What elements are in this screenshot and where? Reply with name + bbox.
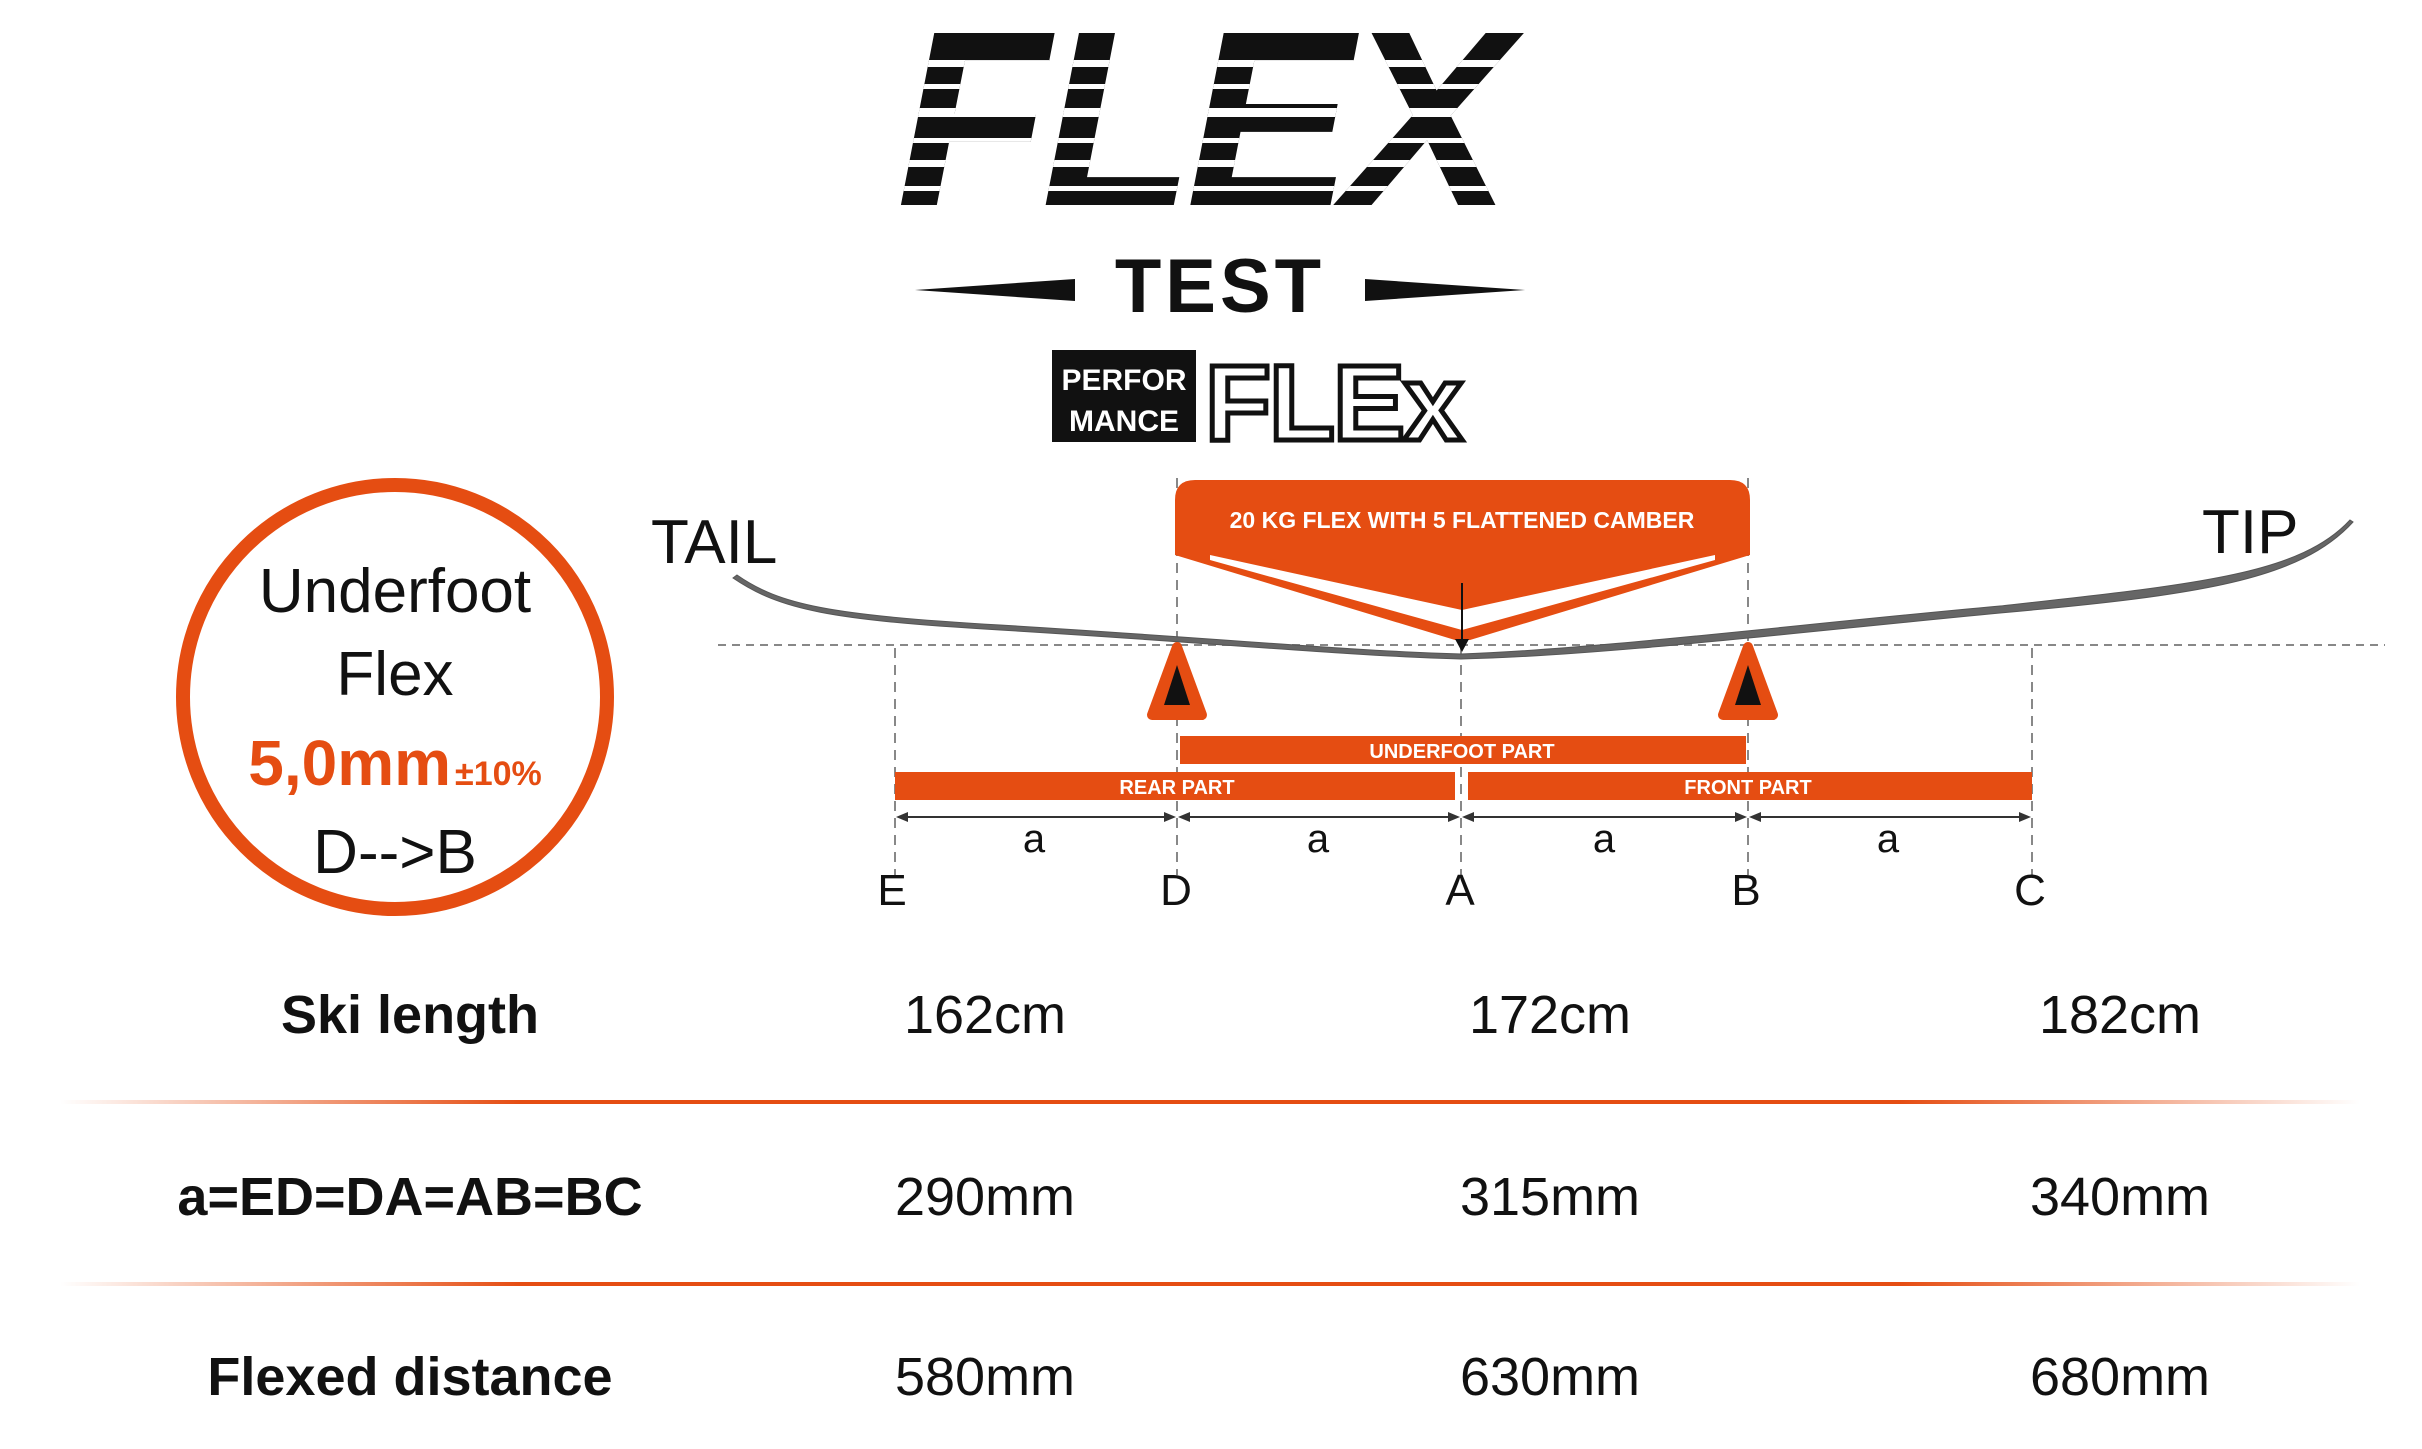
spec-value: 172cm xyxy=(1468,985,1632,1045)
spec-divider xyxy=(60,1282,2360,1286)
badge-range: D-->B xyxy=(313,818,477,887)
flex-logo-stripes xyxy=(896,60,1525,191)
ski-profile xyxy=(732,519,2354,660)
support-right xyxy=(1718,642,1778,720)
badge-line2: Flex xyxy=(336,640,453,709)
support-right-inner xyxy=(1735,665,1761,705)
rear-part-bar: REAR PART xyxy=(895,772,1455,800)
front-part-label: FRONT PART xyxy=(1684,777,1811,799)
performance-flex-brand: PERFOR MANCE FLEx xyxy=(1052,340,1467,466)
spec-row-ski-length: Ski length 162cm 172cm 182cm xyxy=(0,955,2422,1075)
spec-value: 162cm xyxy=(903,985,1067,1045)
spec-value: 340mm xyxy=(2029,1167,2211,1227)
dimension-line-ab: a xyxy=(1462,812,1747,861)
badge-line1: Underfoot xyxy=(259,557,531,626)
spec-label: Ski length xyxy=(280,985,540,1045)
brand-box xyxy=(1052,350,1196,442)
dimension-line-ed: a xyxy=(896,812,1176,861)
spec-value: 315mm xyxy=(1459,1167,1641,1227)
spec-value: 290mm xyxy=(894,1167,1076,1227)
dimension-line-bc: a xyxy=(1749,812,2031,861)
dimension-line-da: a xyxy=(1178,812,1460,861)
test-left-wing xyxy=(915,279,1075,301)
badge-value: 5,0mm xyxy=(248,727,451,799)
load-callout: 20 KG FLEX WITH 5 FLATTENED CAMBER xyxy=(1175,480,1750,652)
segment-label-da: a xyxy=(1307,817,1330,861)
spec-label: Flexed distance xyxy=(207,1347,613,1407)
flex-test-logo: FLEX TEST PERFOR MANCE FLEx xyxy=(896,0,1533,466)
underfoot-flex-badge: Underfoot Flex 5,0mm±10% D-->B xyxy=(176,478,614,916)
load-callout-banner xyxy=(1175,480,1750,640)
support-left-inner xyxy=(1164,665,1190,705)
support-left xyxy=(1147,642,1207,720)
point-label-e: E xyxy=(877,866,906,915)
brand-box-line1: PERFOR xyxy=(1061,364,1186,397)
load-callout-label: 20 KG FLEX WITH 5 FLATTENED CAMBER xyxy=(1230,507,1695,533)
spec-label: a=ED=DA=AB=BC xyxy=(177,1167,643,1227)
flex-logo-word: FLEX xyxy=(896,0,1533,258)
spec-value: 580mm xyxy=(894,1347,1076,1407)
point-label-b: B xyxy=(1731,866,1760,915)
test-subtitle-text: TEST xyxy=(1115,244,1325,329)
point-label-a: A xyxy=(1445,866,1475,915)
badge-value-line: 5,0mm±10% xyxy=(248,727,542,799)
spec-divider xyxy=(60,1100,2360,1104)
front-part-bar: FRONT PART xyxy=(1468,772,2032,800)
brand-word: FLEx xyxy=(1205,342,1463,463)
point-label-d: D xyxy=(1160,866,1192,915)
load-arrow-head xyxy=(1455,639,1469,652)
tail-label: TAIL xyxy=(651,508,777,577)
test-right-wing xyxy=(1365,279,1525,301)
brand-box-line2: MANCE xyxy=(1069,405,1179,438)
ski-flex-diagram: TAIL TIP 20 KG FLEX WITH 5 FLATTENED CAM… xyxy=(651,478,2385,915)
underfoot-part-bar: UNDERFOOT PART xyxy=(1180,736,1746,764)
test-subtitle: TEST xyxy=(915,244,1525,329)
rear-part-label: REAR PART xyxy=(1119,777,1234,799)
underfoot-part-label: UNDERFOOT PART xyxy=(1369,741,1554,763)
badge-tolerance: ±10% xyxy=(455,755,542,793)
spec-value: 680mm xyxy=(2029,1347,2211,1407)
point-label-c: C xyxy=(2014,866,2046,915)
segment-label-bc: a xyxy=(1877,817,1900,861)
segment-label-ab: a xyxy=(1593,817,1616,861)
tip-label: TIP xyxy=(2202,498,2298,567)
flex-logo-text: FLEX xyxy=(897,0,1525,258)
spec-row-flexed-distance: Flexed distance 580mm 630mm 680mm xyxy=(0,1317,2422,1437)
segment-label-ed: a xyxy=(1023,817,1046,861)
spec-value: 182cm xyxy=(2038,985,2202,1045)
spec-row-segment-length: a=ED=DA=AB=BC 290mm 315mm 340mm xyxy=(0,1137,2422,1257)
spec-value: 630mm xyxy=(1459,1347,1641,1407)
badge-ring xyxy=(176,478,614,916)
